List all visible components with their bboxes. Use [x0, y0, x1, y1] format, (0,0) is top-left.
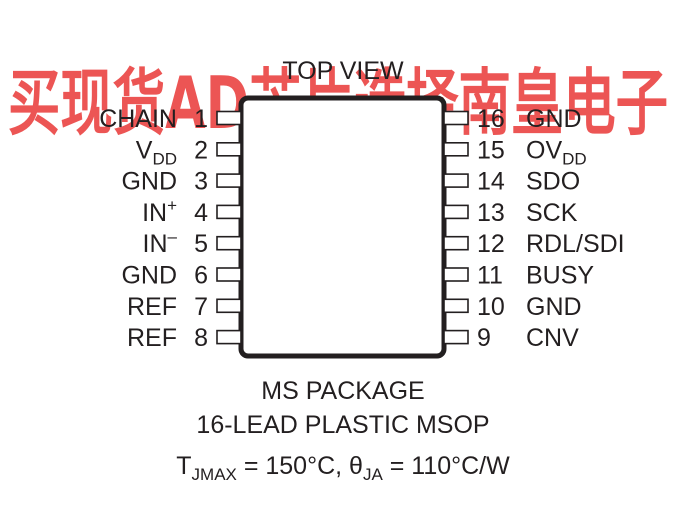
chip-body — [238, 95, 447, 359]
pin-6: 6 GND — [121, 262, 242, 290]
pin-name-main: BUSY — [526, 262, 594, 290]
pin-lead — [216, 173, 242, 188]
thermal-spec: TJMAX = 150°C, θJA = 110°C/W — [176, 452, 510, 484]
pin-number: 3 — [194, 168, 208, 196]
theta-symbol: θ — [349, 452, 363, 480]
tjmax-value: = 150°C, — [237, 452, 349, 480]
pin-number: 2 — [194, 136, 208, 164]
pin-name-14: SDO — [526, 168, 580, 196]
pin-name-main: IN — [143, 230, 168, 258]
pin-name-main: GND — [526, 293, 582, 321]
pin-name-2: VDD — [136, 136, 177, 168]
pin-name-7: REF — [127, 293, 177, 321]
pin-name-13: SCK — [526, 199, 578, 227]
pin-lead — [443, 235, 469, 251]
package-name: MS PACKAGE — [261, 377, 424, 405]
pin-11: 11 BUSY — [443, 262, 594, 290]
pin-name-superscript: + — [167, 196, 177, 215]
pin-number: 7 — [194, 293, 208, 321]
pin-name-main: GND — [121, 262, 177, 290]
pin-lead — [443, 298, 469, 314]
pin-number: 6 — [194, 262, 208, 290]
pin-name-11: BUSY — [526, 262, 594, 290]
pin-number: 14 — [477, 168, 505, 196]
pin-name-15: OVDD — [526, 136, 587, 168]
pin-number: 5 — [194, 230, 208, 258]
pin-name-1: CHAIN — [99, 105, 177, 133]
pin-name-subscript: DD — [152, 149, 177, 168]
pin-number: 11 — [477, 262, 503, 290]
pin-8: 8 REF — [127, 324, 242, 352]
pin-name-main: V — [136, 136, 153, 164]
top-view-label: TOP VIEW — [282, 57, 404, 85]
pin-name-main: GND — [121, 168, 177, 196]
pin-name-9: CNV — [526, 324, 579, 352]
pin-lead — [443, 110, 469, 126]
pin-number: 4 — [194, 199, 208, 227]
pin-name-4: IN+ — [142, 196, 177, 227]
pin-name-superscript: – — [168, 227, 178, 246]
pin-name-3: GND — [121, 168, 177, 196]
pin-name-10: GND — [526, 293, 582, 321]
pin-number: 13 — [477, 199, 505, 227]
pin-lead — [216, 267, 242, 282]
pin-number: 15 — [477, 136, 505, 164]
pin-name-main: RDL/SDI — [526, 230, 625, 258]
pin-name-main: GND — [526, 105, 582, 133]
pin-name-16: GND — [526, 105, 582, 133]
pin-12: 12 RDL/SDI — [443, 230, 625, 258]
pin-lead — [443, 173, 469, 188]
pin-name-main: IN — [142, 199, 167, 227]
pin-name-8: REF — [127, 324, 177, 352]
pin-1: 1 CHAIN — [99, 105, 242, 133]
pin-number: 10 — [477, 293, 505, 321]
pin-name-5: IN– — [143, 227, 178, 258]
pin-name-main: SDO — [526, 168, 580, 196]
pin-3: 3 GND — [121, 168, 242, 196]
pin-name-main: REF — [127, 293, 177, 321]
pin-lead — [216, 110, 242, 126]
theta-subscript: JA — [363, 465, 384, 484]
pin-lead — [216, 329, 242, 345]
package-description: 16-LEAD PLASTIC MSOP — [196, 411, 489, 439]
pin-15: 15 OVDD — [443, 136, 587, 168]
pin-2: 2 VDD — [136, 136, 242, 168]
pin-14: 14 SDO — [443, 168, 580, 196]
pin-name-main: SCK — [526, 199, 578, 227]
pin-name-main: CNV — [526, 324, 579, 352]
pin-number: 8 — [194, 324, 208, 352]
pin-name-main: OV — [526, 136, 562, 164]
pin-name-subscript: DD — [562, 149, 587, 168]
pin-name-6: GND — [121, 262, 177, 290]
pin-number: 12 — [477, 230, 505, 258]
theta-value: = 110°C/W — [383, 452, 510, 480]
tjmax-subscript: JMAX — [192, 465, 237, 484]
pin-13: 13 SCK — [443, 199, 578, 227]
pin-lead — [216, 298, 242, 314]
pin-number: 16 — [477, 105, 505, 133]
pin-name-main: REF — [127, 324, 177, 352]
pin-lead — [216, 235, 242, 251]
pin-16: 16 GND — [443, 105, 582, 133]
pin-7: 7 REF — [127, 293, 242, 321]
pin-name-12: RDL/SDI — [526, 230, 625, 258]
pin-name-main: CHAIN — [99, 105, 177, 133]
pin-5: 5 IN– — [143, 227, 242, 258]
pin-10: 10 GND — [443, 293, 582, 321]
tjmax-symbol: T — [176, 452, 191, 480]
pin-lead — [443, 142, 469, 157]
pin-lead — [443, 204, 469, 220]
pin-lead — [443, 267, 469, 282]
pin-number: 1 — [194, 105, 208, 133]
pin-lead — [216, 204, 242, 220]
pin-lead — [443, 329, 469, 345]
pin-4: 4 IN+ — [142, 196, 242, 227]
pin-lead — [216, 142, 242, 157]
pin-number: 9 — [477, 324, 491, 352]
pin-9: 9 CNV — [443, 324, 579, 352]
